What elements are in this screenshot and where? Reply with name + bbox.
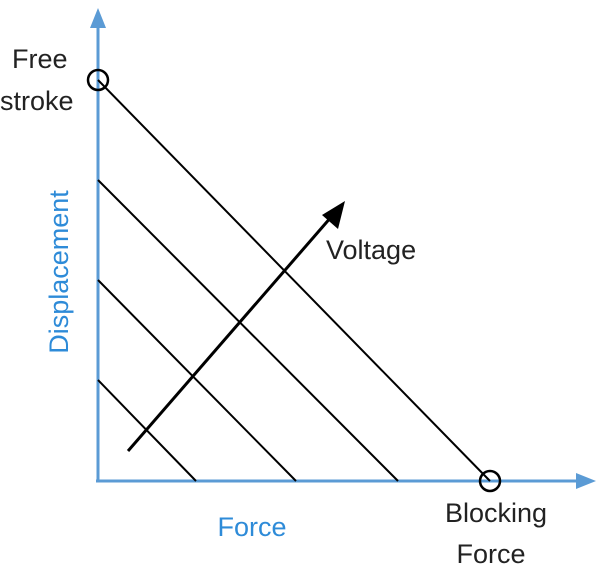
- voltage-arrowhead: [322, 201, 345, 229]
- blocking-force-label-line1: Blocking: [445, 498, 547, 528]
- free-stroke-label-line2: stroke: [0, 86, 74, 116]
- load-line-3: [97, 179, 399, 482]
- load-line-max: [97, 79, 491, 482]
- voltage-label: Voltage: [326, 235, 416, 265]
- free-stroke-marker: [86, 68, 110, 92]
- y-axis-label: Displacement: [44, 190, 74, 354]
- blocking-force-label-line2: Force: [456, 539, 525, 568]
- x-axis-label: Force: [217, 512, 286, 542]
- voltage-arrow: [126, 215, 334, 452]
- load-line-2: [97, 279, 297, 482]
- x-axis-arrowhead: [576, 473, 596, 489]
- free-stroke-label-line1: Free: [12, 44, 68, 74]
- y-axis-arrowhead: [90, 8, 106, 28]
- blocking-force-marker: [478, 469, 502, 493]
